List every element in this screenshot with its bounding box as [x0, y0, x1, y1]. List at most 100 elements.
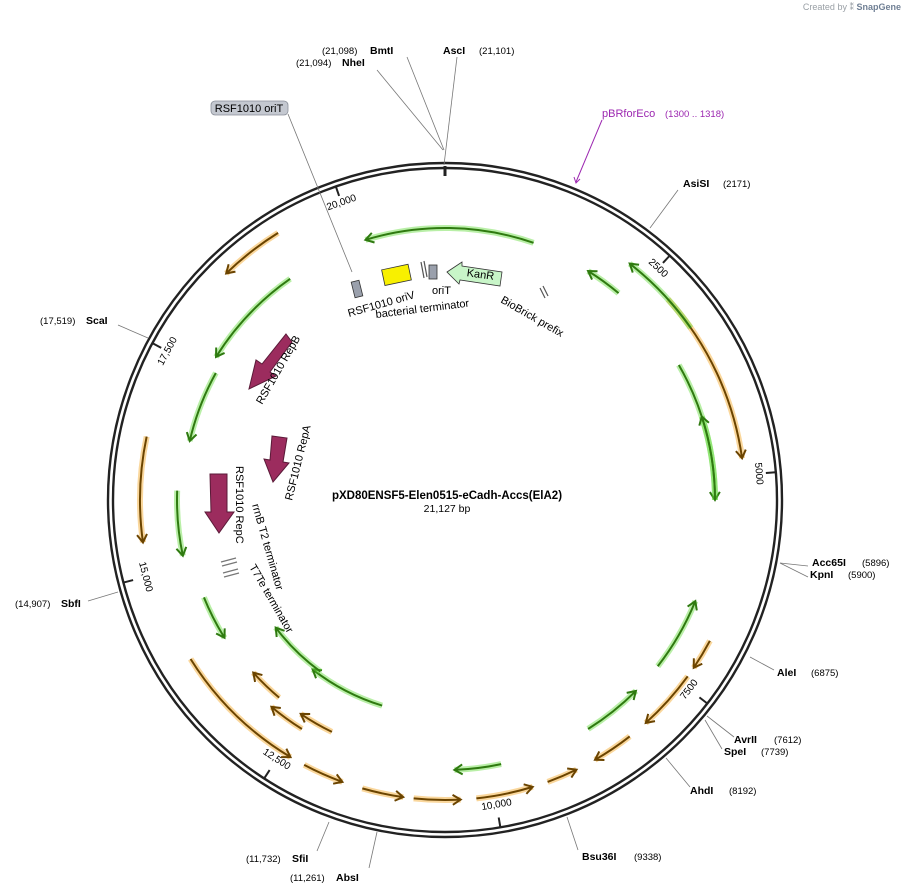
enzyme-alei-pos: (6875)	[811, 668, 838, 679]
enzyme-acc65i-pos: (5896)	[862, 558, 889, 569]
bacterial-terminator-mark	[420, 261, 425, 279]
orange-arc	[225, 232, 279, 275]
enzyme-nhei: NheI	[342, 57, 365, 69]
arc-arrowhead	[394, 790, 406, 802]
tick-mark	[151, 342, 162, 349]
enzyme-bsu36i: Bsu36I	[582, 851, 617, 863]
tick-mark	[334, 186, 341, 197]
primer-arrow-icon	[573, 176, 581, 184]
arc-arrowhead	[251, 671, 263, 683]
enzyme-avrii-pos: (7612)	[774, 735, 801, 746]
green-arc	[587, 690, 637, 730]
credit-brand: SnapGene	[856, 2, 901, 12]
arc-arrowhead	[626, 689, 638, 701]
arc-arrowhead	[567, 767, 579, 779]
orange-arc	[252, 671, 280, 699]
rrnb-mark	[220, 557, 237, 563]
enzyme-kpni: KpnI	[810, 569, 833, 581]
tick-label: 17,500	[156, 335, 180, 368]
orit-label: oriT	[432, 285, 451, 297]
arc-arrowhead	[175, 546, 188, 558]
arc-arrowhead	[363, 232, 375, 244]
arc-arrowhead	[185, 431, 198, 443]
enzyme-kpni-pos: (5900)	[848, 570, 875, 581]
green-arc-glow	[676, 363, 718, 501]
enzyme-asisi-pos: (2171)	[723, 179, 750, 190]
tick-mark	[765, 471, 776, 475]
tick-mark	[123, 579, 134, 584]
arc-arrowhead	[523, 783, 535, 795]
backbone-outer-ring	[106, 161, 784, 839]
repc-label: RSF1010 RepC	[233, 466, 245, 544]
green-arc	[215, 278, 291, 358]
orange-arc	[139, 436, 148, 543]
enzyme-ahdi-pos: (8192)	[729, 786, 756, 797]
arc-arrowhead	[698, 414, 710, 426]
enzyme-sbfi: SbfI	[61, 598, 81, 610]
snapgene-credit: Created by ⁑ SnapGene	[803, 2, 901, 13]
arc-arrowhead	[215, 628, 226, 640]
green-arc	[700, 416, 716, 501]
repa-arrow	[263, 435, 290, 483]
green-arc	[656, 600, 697, 667]
enzyme-bsu36i-pos: (9338)	[634, 852, 661, 863]
arc-arrowhead	[214, 347, 226, 359]
green-arc	[312, 668, 383, 707]
rsf1010-orit-label: RSF1010 oriT	[215, 103, 284, 115]
enzyme-spei: SpeI	[724, 746, 746, 758]
arc-arrowhead	[692, 658, 703, 670]
arc-arrowhead	[299, 712, 311, 723]
arc-arrowhead	[586, 269, 598, 281]
green-arc	[587, 270, 620, 294]
enzyme-sfii-pos: (11,732)	[246, 854, 281, 865]
rsf1010-orit-feature	[350, 279, 364, 299]
enzyme-asci: AscI	[443, 45, 465, 57]
green-arc	[203, 597, 226, 639]
green-arc-glow	[655, 600, 699, 669]
enzyme-scai: ScaI	[86, 315, 108, 327]
kanr-arrow	[446, 261, 503, 287]
enzyme-scai-pos: (17,519)	[40, 316, 75, 327]
tick-label: 10,000	[481, 797, 513, 813]
enzyme-avrii: AvrII	[734, 734, 757, 746]
arc-arrowhead	[452, 763, 464, 776]
biobrick-prefix-label: BioBrick prefix	[499, 294, 566, 340]
biobrick-mark-2	[542, 285, 549, 297]
enzyme-asci-pos: (21,101)	[479, 46, 514, 57]
arc-arrowhead	[281, 748, 293, 759]
green-arc-glow	[310, 667, 384, 709]
enzyme-bmti: BmtI	[370, 45, 393, 57]
enzyme-spei-pos: (7739)	[761, 747, 788, 758]
arc-arrowhead	[593, 750, 605, 761]
feature-arcs-layer	[136, 225, 747, 806]
credit-prefix: Created by	[802, 2, 847, 12]
tick-mark	[662, 254, 671, 264]
rrnb-mark-2	[221, 561, 238, 567]
t7te-mark-2	[223, 572, 240, 578]
arc-arrowhead	[136, 533, 148, 545]
tick-mark	[698, 696, 708, 705]
green-arc	[365, 227, 534, 244]
t7te-mark	[222, 568, 239, 574]
arc-arrowhead	[735, 449, 747, 461]
enzyme-acc65i: Acc65I	[812, 557, 846, 569]
enzyme-asisi: AsiSI	[683, 178, 709, 190]
orange-arc	[303, 764, 343, 783]
orange-arc	[189, 658, 292, 759]
primer-leader	[575, 119, 603, 183]
arc-arrowhead	[269, 705, 281, 717]
primer-name: pBRforEco	[602, 108, 655, 120]
green-arc	[274, 626, 321, 673]
green-arc-glow	[698, 415, 718, 501]
plasmid-name: pXD80ENSF5-Elen0515-eCadh-Accs(ElA2)	[332, 490, 562, 502]
tick-label: 15,000	[136, 561, 154, 594]
tick-label: 5000	[752, 462, 765, 486]
enzyme-absi: AbsI	[336, 872, 359, 884]
snapgene-logo-icon: ⁑	[849, 2, 854, 12]
enzyme-bmti-pos: (21,098)	[322, 46, 357, 57]
arc-arrowhead	[644, 713, 656, 725]
orange-arc	[594, 735, 631, 761]
arc-arrowhead	[628, 262, 640, 273]
rsf1010-orit-label-box	[210, 100, 289, 116]
green-arc	[629, 262, 692, 329]
